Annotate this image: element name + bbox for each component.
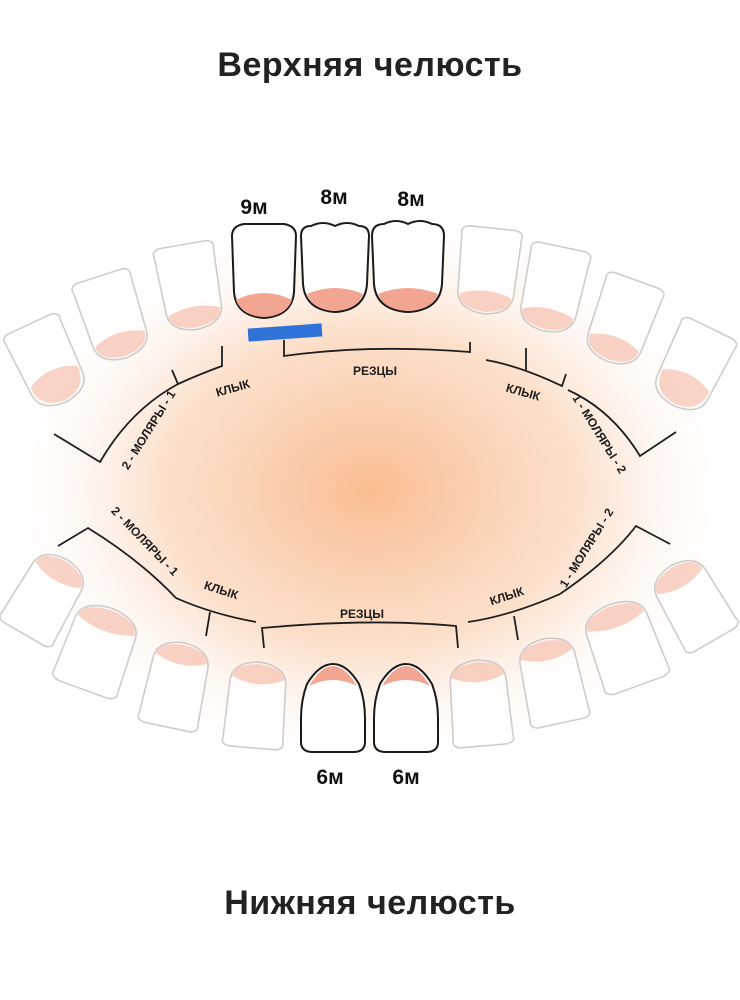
lower-group-brackets <box>57 524 671 649</box>
bracket-lower-molars-right <box>559 524 671 595</box>
upper-age-label: 8м <box>397 188 424 211</box>
lower-tooth-right-2 <box>449 659 515 749</box>
lower-age-label: 6м <box>392 766 419 789</box>
upper-jaw-title: Верхняя челюсть <box>217 46 523 84</box>
lower-tooth-right-4 <box>585 600 671 696</box>
lower-tooth-left-4 <box>51 604 137 700</box>
upper-tooth-right-4 <box>654 316 738 411</box>
bracket-upper-molars-right <box>525 348 677 458</box>
bracket-lower-canine-right <box>467 593 561 641</box>
upper-tooth-right-3 <box>586 271 665 365</box>
upper-tooth-left-3 <box>71 267 148 361</box>
upper-active-teeth <box>230 220 446 320</box>
lower-tooth-6m-right <box>373 662 439 753</box>
upper-tooth-9m <box>230 223 298 320</box>
upper-tooth-left-2 <box>152 239 223 331</box>
bracket-lower-canine-left <box>175 597 257 637</box>
lower-tooth-left-3 <box>137 641 209 733</box>
upper-group-brackets <box>53 340 677 464</box>
upper-tooth-right-2 <box>520 241 592 333</box>
label-lower-incisors: РЕЗЦЫ <box>340 607 384 621</box>
bracket-upper-canine-right <box>485 359 567 388</box>
bracket-upper-molars-left <box>53 383 179 464</box>
lower-tooth-right-3 <box>519 637 591 729</box>
upper-tooth-8m-left <box>299 222 371 314</box>
lower-ghost-teeth <box>0 553 739 751</box>
lower-tooth-left-2 <box>221 661 287 751</box>
bracket-lower-incisors <box>261 621 459 649</box>
upper-tooth-8m-right <box>370 220 446 314</box>
upper-ghost-teeth <box>3 224 738 411</box>
mouth-glow <box>0 200 740 780</box>
bracket-upper-canine-left <box>171 346 223 386</box>
lower-jaw-title: Нижняя челюсть <box>224 884 516 922</box>
marker-bar <box>247 323 323 342</box>
bracket-lower-molars-left <box>57 526 177 599</box>
upper-tooth-right-1 <box>457 224 524 315</box>
upper-age-label: 9м <box>240 196 267 219</box>
lower-tooth-right-5 <box>654 559 739 654</box>
label-upper-incisors: РЕЗЦЫ <box>353 364 397 378</box>
lower-age-label: 6м <box>316 766 343 789</box>
upper-tooth-left-4 <box>3 312 85 407</box>
lower-tooth-left-5 <box>0 553 84 648</box>
bracket-upper-incisors <box>283 340 471 358</box>
lower-active-teeth <box>300 662 439 753</box>
upper-age-label: 8м <box>320 186 347 209</box>
lower-tooth-6m-left <box>300 662 366 753</box>
